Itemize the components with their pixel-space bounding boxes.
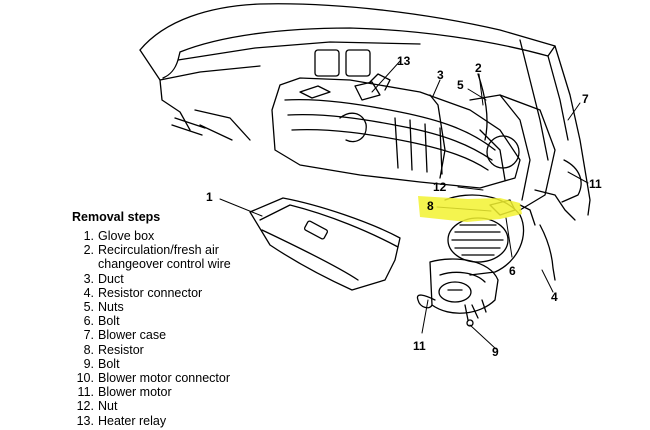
resistor-highlight xyxy=(418,196,522,222)
removal-step-number: 11. xyxy=(77,385,94,400)
changeover-control-wire xyxy=(477,73,488,141)
blower-case xyxy=(444,94,576,276)
removal-step-number: 6. xyxy=(83,314,94,329)
removal-step-text: Blower motor xyxy=(98,385,172,400)
removal-step: 8. Resistor xyxy=(72,343,302,357)
removal-step: 13. Heater relay xyxy=(72,414,302,428)
removal-step: 5. Nuts xyxy=(72,300,302,314)
removal-step-text: Blower case xyxy=(98,328,167,343)
resistor-connector xyxy=(561,159,582,203)
removal-step-text: Bolt xyxy=(98,314,120,329)
removal-step: 11. Blower motor xyxy=(72,385,302,399)
blower-motor xyxy=(416,258,499,327)
removal-step-text: Blower motor connector xyxy=(98,371,231,386)
callout-9: 9 xyxy=(492,345,499,359)
removal-step-number: 9. xyxy=(83,356,94,371)
callout-8: 8 xyxy=(427,199,434,213)
removal-step: 3. Duct xyxy=(72,272,302,286)
removal-step-text: Bolt xyxy=(98,356,120,371)
removal-step-text: Recirculation/fresh air changeover contr… xyxy=(98,243,231,272)
callout-2: 2 xyxy=(475,61,482,75)
removal-steps-list: 1. Glove box 2. Recirculation/fresh air cha… xyxy=(72,229,302,428)
callout-4: 4 xyxy=(551,290,558,304)
removal-step: 9. Bolt xyxy=(72,357,302,371)
removal-step: 7. Blower case xyxy=(72,328,302,342)
removal-step-number: 4. xyxy=(83,285,94,300)
callout-6: 6 xyxy=(509,264,516,278)
removal-steps-legend: Removal steps 1. Glove box 2. Recirculation… xyxy=(72,210,302,428)
removal-step: 4. Resistor connector xyxy=(72,286,302,300)
removal-step: 12. Nut xyxy=(72,399,302,413)
removal-step-number: 8. xyxy=(83,342,94,357)
callout-3: 3 xyxy=(437,68,444,82)
callout-5: 5 xyxy=(457,78,464,92)
removal-step-number: 12. xyxy=(76,399,94,414)
removal-step-number: 1. xyxy=(83,229,94,243)
dashboard-panel xyxy=(139,3,591,216)
removal-step-text: Nut xyxy=(98,399,118,414)
callout-11-connector: 11 xyxy=(589,177,602,191)
removal-step-text: Nuts xyxy=(98,300,124,315)
removal-step: 2. Recirculation/fresh air changeover con… xyxy=(72,243,302,271)
removal-step: 6. Bolt xyxy=(72,314,302,328)
removal-step-number: 13. xyxy=(76,413,94,428)
removal-step-number: 10. xyxy=(76,371,94,386)
callout-12: 12 xyxy=(433,180,447,194)
removal-step-number: 2. xyxy=(83,243,94,258)
removal-step-number: 7. xyxy=(83,328,94,343)
removal-step-text: Heater relay xyxy=(98,413,167,428)
removal-step-text: Duct xyxy=(98,271,124,286)
removal-step-text: Resistor connector xyxy=(98,285,203,300)
removal-step-number: 3. xyxy=(83,271,94,286)
removal-step-number: 5. xyxy=(83,300,94,315)
callout-11-motor: 11 xyxy=(413,339,426,353)
removal-step: 10. Blower motor connector xyxy=(72,371,302,385)
callout-13: 13 xyxy=(397,54,411,68)
removal-step-text: Resistor xyxy=(98,342,144,357)
callout-1: 1 xyxy=(206,190,213,204)
callout-7: 7 xyxy=(582,92,589,106)
removal-steps-heading: Removal steps xyxy=(72,210,161,224)
removal-step-text: Glove box xyxy=(98,229,155,243)
removal-step: 1. Glove box xyxy=(72,229,302,243)
duct-assembly xyxy=(271,73,521,189)
glove-box xyxy=(249,197,401,291)
